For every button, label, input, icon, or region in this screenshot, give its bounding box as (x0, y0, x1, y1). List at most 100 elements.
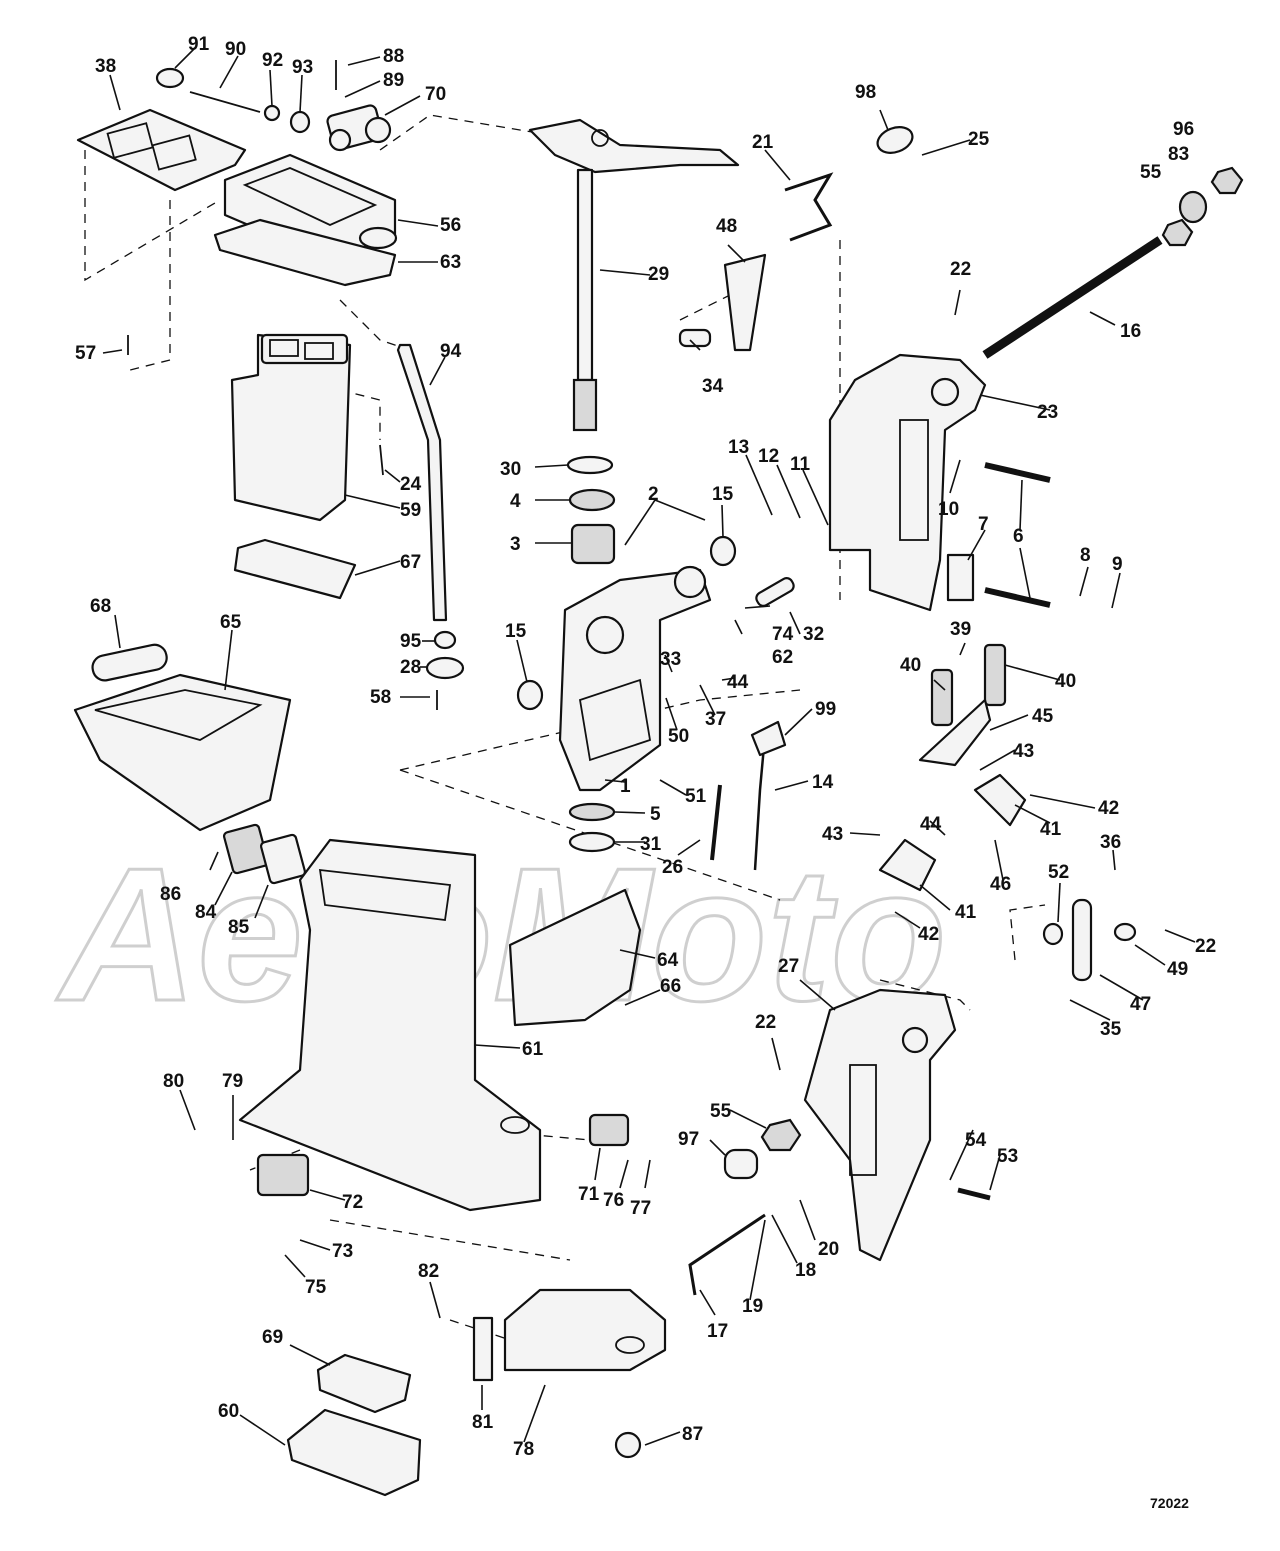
lever-41b (973, 773, 1027, 827)
plate-99 (750, 720, 787, 757)
callout-42: 42 (1098, 798, 1119, 819)
adapter-housing-56 (223, 153, 398, 262)
callout-7: 7 (978, 514, 989, 535)
screw-24 (379, 444, 384, 476)
callout-26: 26 (662, 857, 683, 878)
callout-19: 19 (742, 1296, 763, 1317)
callout-20: 20 (818, 1239, 839, 1260)
callout-38: 38 (95, 56, 116, 77)
lower-cover-65 (73, 643, 292, 832)
tilt-rod-16 (982, 236, 1163, 359)
plate-78 (503, 1288, 667, 1372)
callout-22: 22 (950, 259, 971, 280)
callout-53: 53 (997, 1146, 1018, 1167)
callout-74: 74 (772, 624, 794, 645)
bolt-90 (189, 91, 261, 113)
link-48 (723, 253, 767, 352)
gasket-85 (259, 833, 307, 885)
callout-87: 87 (682, 1424, 703, 1445)
callout-27: 27 (778, 956, 799, 977)
watermark: AeroMoto (56, 829, 947, 1041)
callout-10: 10 (938, 499, 959, 520)
callout-12: 12 (758, 446, 779, 467)
callout-23: 23 (1037, 402, 1058, 423)
callout-65: 65 (220, 612, 242, 633)
bushing-3 (570, 523, 616, 565)
grommet-60 (286, 1408, 422, 1497)
callout-13: 13 (728, 437, 749, 458)
washer-93 (289, 110, 311, 134)
callout-80: 80 (163, 1071, 184, 1092)
gasket-plate-38 (76, 108, 247, 192)
nut-55 (760, 1118, 802, 1152)
gasket-63 (213, 218, 397, 287)
callout-5: 5 (650, 804, 661, 825)
washer-31 (568, 831, 616, 853)
callout-34: 34 (702, 376, 724, 397)
callout-33: 33 (660, 649, 681, 670)
callout-63: 63 (440, 252, 461, 273)
callout-89: 89 (383, 70, 404, 91)
callout-8: 8 (1080, 545, 1091, 566)
callout-40b: 40 (1055, 671, 1076, 692)
callout-84: 84 (195, 902, 217, 923)
cover-64 (508, 888, 642, 1027)
callout-4: 4 (510, 491, 521, 512)
cap-97 (723, 1148, 759, 1180)
callout-95: 95 (400, 631, 422, 652)
exhaust-housing-59 (230, 333, 352, 522)
spring-26 (710, 784, 722, 861)
callout-69: 69 (262, 1327, 283, 1348)
callout-86: 86 (160, 884, 181, 905)
lever-21 (784, 172, 834, 242)
nut-55b (1161, 218, 1194, 247)
callout-54: 54 (965, 1130, 987, 1151)
callout-22c: 22 (755, 1012, 776, 1033)
callout-41: 41 (1040, 819, 1062, 840)
callout-79: 79 (222, 1071, 243, 1092)
callout-76: 76 (603, 1190, 624, 1211)
callout-43: 43 (1013, 741, 1034, 762)
callout-18: 18 (795, 1260, 816, 1281)
callout-48: 48 (716, 216, 737, 237)
callout-29: 29 (648, 264, 669, 285)
bushing-83 (1178, 190, 1208, 224)
callout-83: 83 (1168, 144, 1189, 165)
callout-32: 32 (803, 624, 824, 645)
callout-72: 72 (342, 1192, 363, 1213)
callout-28: 28 (400, 657, 421, 678)
callout-2: 2 (648, 484, 659, 505)
callout-15: 15 (712, 484, 734, 505)
washer-30 (566, 455, 614, 475)
swivel-bracket-1 (558, 565, 712, 792)
seal-68 (91, 643, 168, 682)
callout-44b: 44 (920, 814, 942, 835)
callout-9: 9 (1112, 554, 1123, 575)
callout-52: 52 (1048, 862, 1069, 883)
plate-98 (876, 126, 914, 154)
water-tube-94 (396, 343, 448, 622)
callout-99: 99 (815, 699, 836, 720)
bolt-6 (984, 462, 1051, 483)
washer-92 (263, 104, 281, 122)
callout-98: 98 (855, 82, 876, 103)
bolt-53 (957, 1187, 991, 1201)
lever-41 (878, 838, 937, 892)
callout-40: 40 (900, 655, 921, 676)
plate-81 (472, 1316, 494, 1382)
callout-49: 49 (1167, 959, 1188, 980)
callout-3: 3 (510, 534, 521, 555)
callout-16: 16 (1120, 321, 1141, 342)
nut-91 (155, 67, 185, 89)
washer-52 (1042, 922, 1064, 946)
callout-57: 57 (75, 343, 96, 364)
washer-15b (516, 679, 544, 711)
callout-92: 92 (262, 50, 283, 71)
bracket-72 (256, 1153, 310, 1197)
clamp-bracket-27 (803, 988, 957, 1262)
callout-17: 17 (707, 1321, 728, 1342)
seal-69 (316, 1353, 412, 1414)
diagram-code: 72022 (1150, 1495, 1189, 1511)
grommet-95 (433, 630, 457, 650)
